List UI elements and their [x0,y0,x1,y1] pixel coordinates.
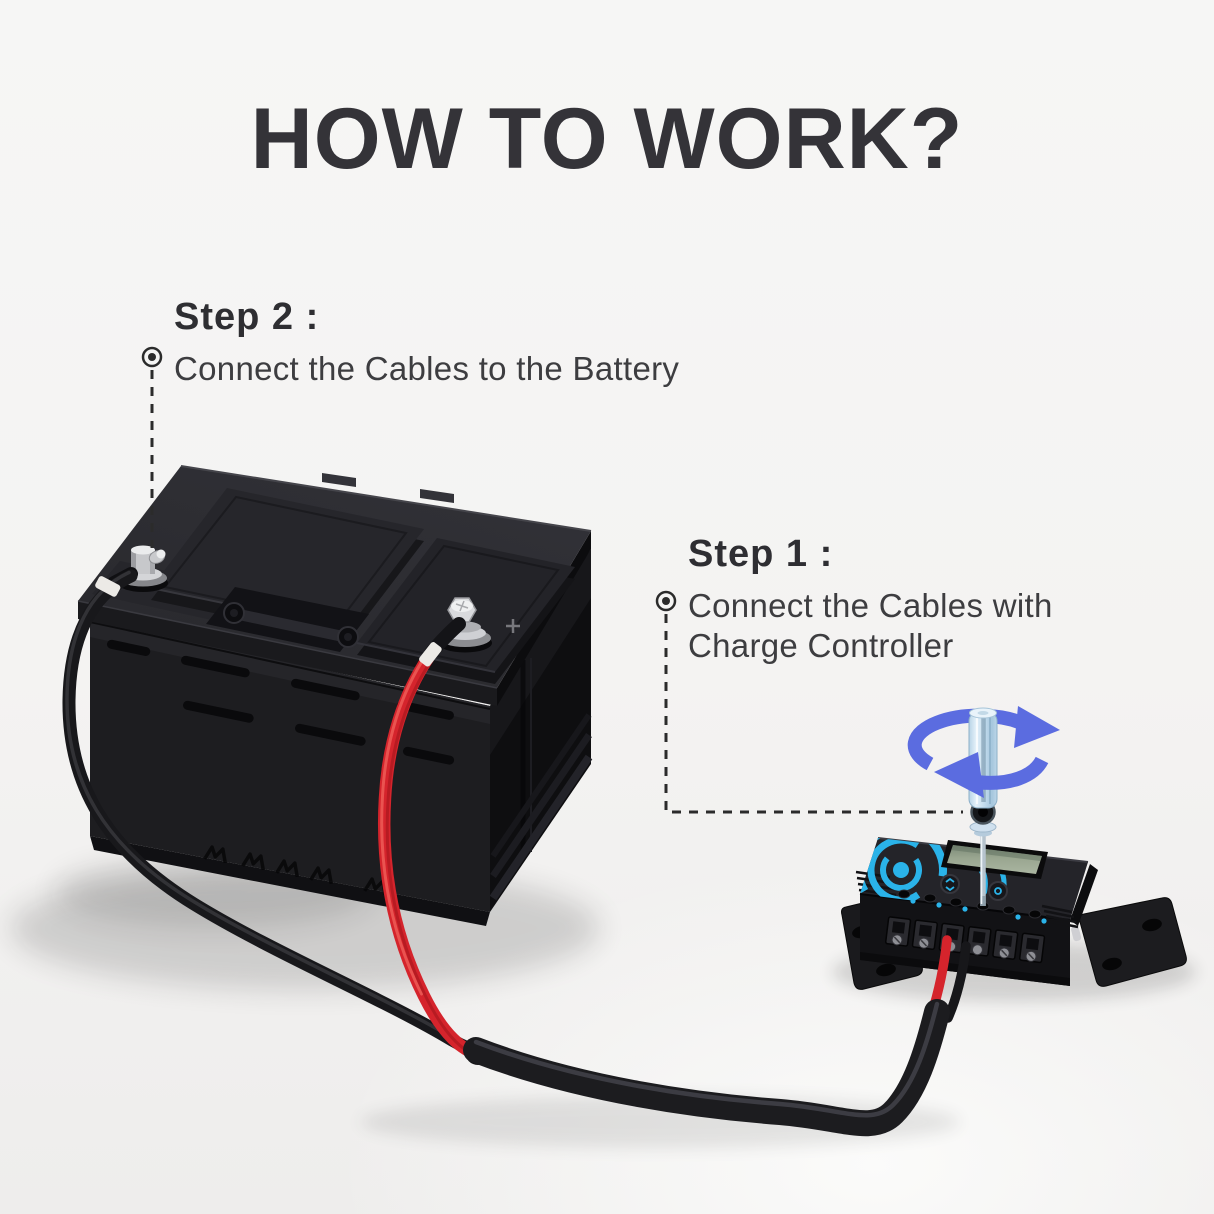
plus-mark [506,619,520,633]
step-2-label: Step 2 : [174,296,320,338]
step-1-callout: Step 1 : Connect the Cables with Charge … [688,533,1160,667]
battery-lid-panels [150,488,575,684]
step-1-label: Step 1 : [688,533,834,575]
controller-side-port [1071,925,1082,942]
controller-buttons [940,874,1008,901]
step-2-marker [141,346,163,368]
step-1-marker [655,590,677,612]
controller-lcd [941,840,1048,879]
controller-button-up-down [940,874,960,894]
step-1-description: Connect the Cables with Charge Controlle… [688,587,1053,665]
cable-band [419,642,442,667]
controller-indicator-holes [897,889,1047,924]
charge-controller-illustration [841,837,1187,990]
controller-button-set [988,881,1008,901]
cable-band [95,576,121,597]
positive-cable [377,617,488,1063]
battery-handle [206,587,369,652]
rotation-arrow-icon [907,706,1060,771]
cable-sheath [463,999,950,1137]
battery-vent-slots [106,639,455,765]
battery-illustration [77,465,593,926]
rotation-arrow-front [934,752,1049,798]
leader-line-step-1 [664,614,963,814]
step-2-description: Connect the Cables to the Battery [174,350,680,387]
step-2-callout: Step 2 : Connect the Cables to the Batte… [174,296,679,389]
page-title: HOW TO WORK? [250,91,964,187]
